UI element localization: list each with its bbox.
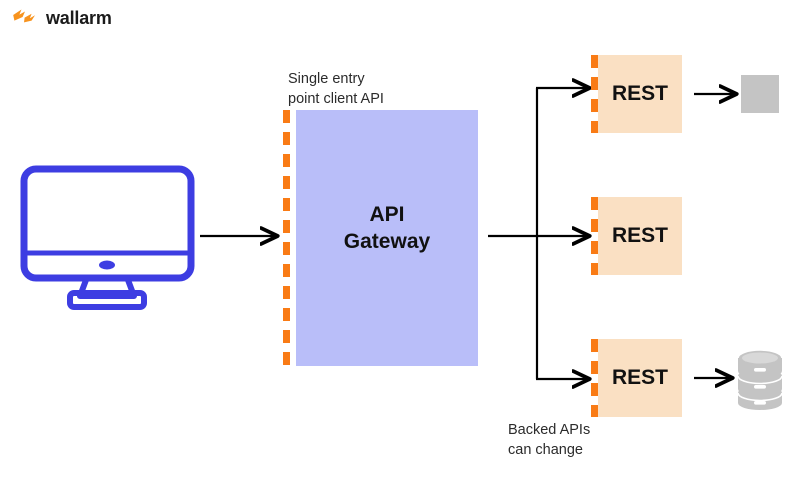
brand-logo: wallarm xyxy=(12,8,112,28)
rest-dashed-boundary-2 xyxy=(591,197,598,275)
client-workstation xyxy=(20,165,195,310)
database-cylinder-icon xyxy=(735,348,785,410)
rest-backend-1[interactable]: REST xyxy=(598,55,682,133)
caption-single-entry-point: Single entry point client API xyxy=(288,71,384,107)
gateway-dashed-boundary xyxy=(283,110,290,366)
wallarm-lightning-logo-icon xyxy=(12,8,38,28)
rest-backend-2[interactable]: REST xyxy=(598,197,682,275)
rest-dashed-boundary-1 xyxy=(591,55,598,133)
api-gateway-box[interactable]: API Gateway xyxy=(296,110,478,366)
rest-backend-label-1: REST xyxy=(611,82,668,105)
api-gateway-label: API Gateway xyxy=(343,203,431,253)
gray-square-service-icon xyxy=(741,75,779,113)
desktop-monitor-icon xyxy=(20,165,195,310)
rest-backend-label-2: REST xyxy=(611,224,668,247)
rest-backend-3[interactable]: REST xyxy=(598,339,682,417)
brand-name: wallarm xyxy=(46,8,112,28)
caption-backend-apis-can-change: Backed APIs can change xyxy=(508,422,591,458)
rest-dashed-boundary-3 xyxy=(591,339,598,417)
rest-backend-label-3: REST xyxy=(611,366,668,389)
